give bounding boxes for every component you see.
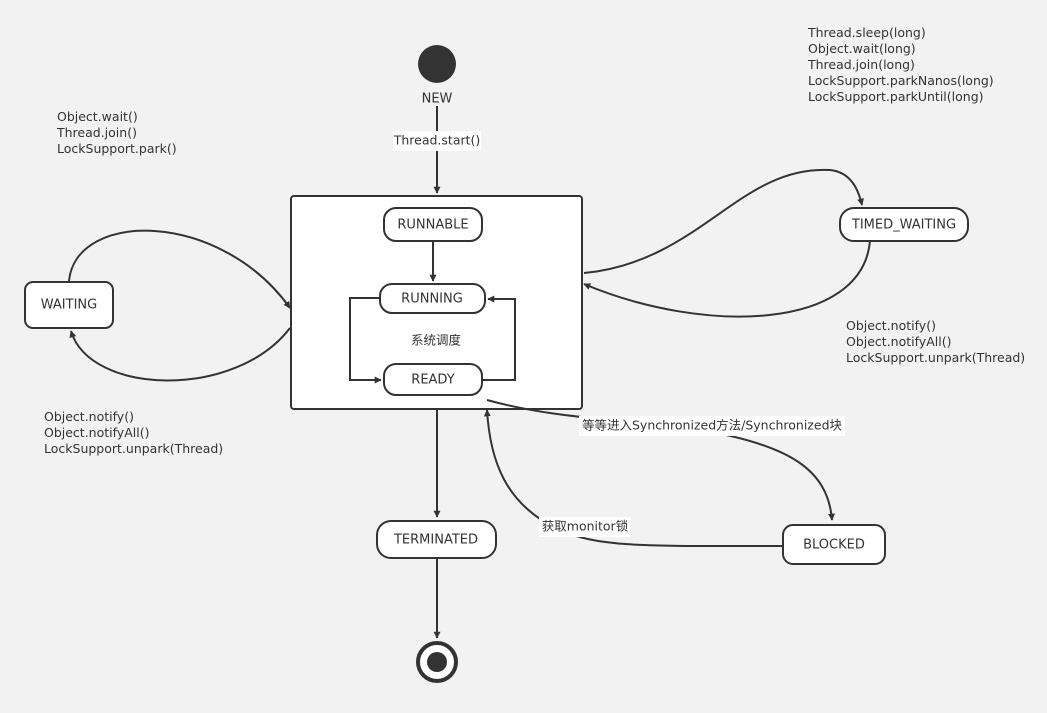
- note-to-waiting: Object.wait() Thread.join() LockSupport.…: [56, 109, 177, 156]
- note-to-timed-waiting-line: LockSupport.parkNanos(long): [808, 73, 994, 88]
- initial-node: [418, 45, 456, 83]
- state-blocked-label: BLOCKED: [803, 538, 865, 553]
- start-label: Thread.start(): [393, 133, 481, 148]
- note-to-waiting-line: LockSupport.park(): [57, 141, 177, 156]
- state-ready-label: READY: [411, 373, 454, 388]
- state-runnable-label: RUNNABLE: [397, 218, 468, 233]
- note-from-waiting-line: Object.notifyAll(): [44, 425, 149, 440]
- note-from-timed-waiting-line: LockSupport.unpark(Thread): [846, 350, 1025, 365]
- note-to-timed-waiting: Thread.sleep(long) Object.wait(long) Thr…: [807, 25, 998, 104]
- enter-sync-label: 等等进入Synchronized方法/Synchronized块: [582, 418, 842, 433]
- note-from-timed-waiting: Object.notify() Object.notifyAll() LockS…: [846, 318, 1025, 365]
- state-waiting-label: WAITING: [41, 298, 97, 313]
- edge-to-waiting: [68, 229, 291, 309]
- state-new-label: NEW: [422, 92, 453, 107]
- enter-sync-label-bg: [579, 416, 845, 436]
- schedule-label: 系统调度: [411, 333, 462, 348]
- note-from-waiting-line: Object.notify(): [44, 409, 134, 424]
- acquire-monitor-label: 获取monitor锁: [542, 519, 629, 534]
- edge-from-timed-waiting: [583, 240, 871, 318]
- note-from-timed-waiting-line: Object.notifyAll(): [846, 334, 951, 349]
- state-blocked: [782, 524, 886, 565]
- state-timed-waiting: [839, 207, 969, 242]
- note-to-timed-waiting-line: Thread.join(long): [807, 57, 915, 72]
- note-to-timed-waiting-line: Thread.sleep(long): [807, 25, 926, 40]
- state-waiting: [24, 281, 114, 329]
- note-to-waiting-line: Thread.join(): [56, 125, 137, 140]
- state-running-label: RUNNING: [401, 292, 463, 307]
- note-from-waiting-line: LockSupport.unpark(Thread): [44, 441, 223, 456]
- note-to-timed-waiting-line: LockSupport.parkUntil(long): [808, 89, 984, 104]
- note-from-timed-waiting-line: Object.notify(): [846, 318, 936, 333]
- edge-from-waiting: [69, 327, 291, 382]
- note-to-timed-waiting-line: Object.wait(long): [808, 41, 916, 56]
- final-node-dot: [427, 652, 447, 672]
- state-terminated-label: TERMINATED: [393, 533, 478, 548]
- note-to-waiting-line: Object.wait(): [57, 109, 138, 124]
- edge-running-ready: [349, 297, 382, 384]
- edge-to-timed-waiting: [583, 168, 864, 274]
- acquire-monitor-label-bg: [539, 517, 631, 537]
- start-label-bg: [393, 131, 481, 151]
- note-from-waiting: Object.notify() Object.notifyAll() LockS…: [44, 409, 223, 456]
- state-timed-waiting-label: TIMED_WAITING: [851, 218, 956, 233]
- edge-ready-running: [482, 295, 516, 381]
